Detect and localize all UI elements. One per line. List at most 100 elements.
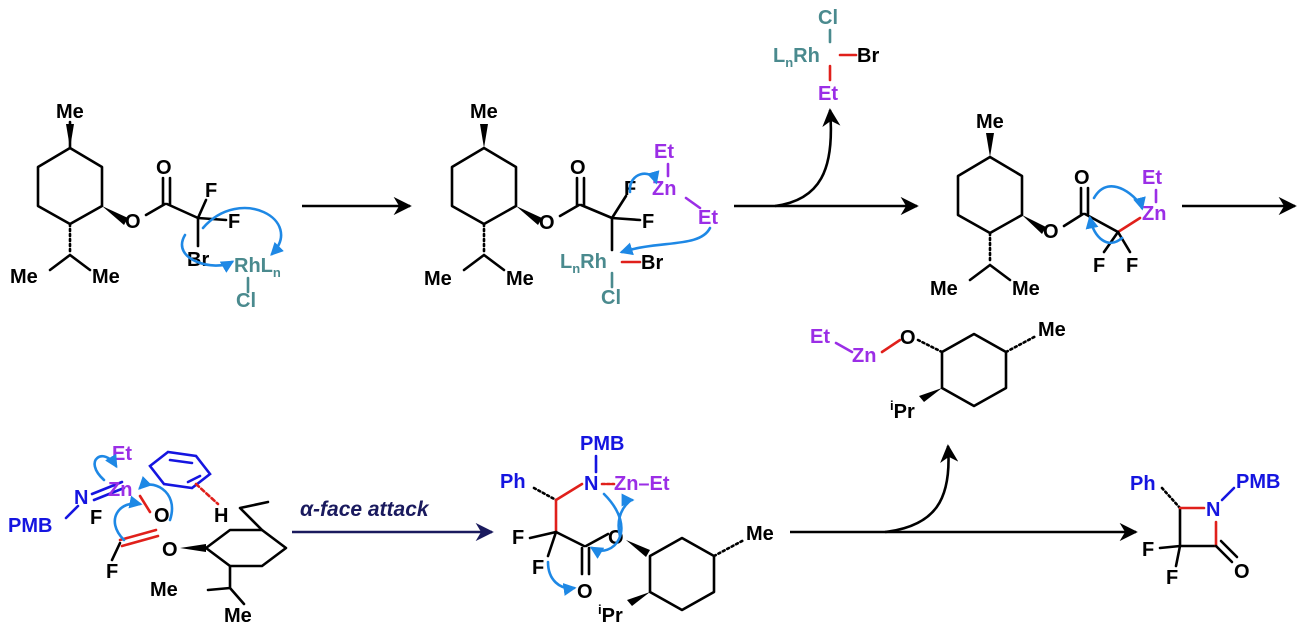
methyl-label-1b: Me <box>10 266 38 288</box>
zn-et-bond-2b <box>684 196 702 210</box>
arrow-rh-to-br-1 <box>180 233 235 273</box>
ethyl-label-3: Et <box>818 83 838 105</box>
cf-bond-3b <box>1116 230 1132 254</box>
cyclohexane-ring-2 <box>450 146 518 226</box>
alpha-face-attack-label: α-face attack <box>300 498 430 521</box>
methyl-branch-4 <box>238 500 270 532</box>
ester-o-wedge-5 <box>626 540 650 557</box>
ester-oxygen-1: O <box>125 211 141 233</box>
methyl-hash-5 <box>712 538 746 558</box>
methyl-wedge-shape-1 <box>66 124 74 148</box>
ethyl-label-2b: Et <box>698 207 718 229</box>
molecule-zinc-reformatsky-reagent: Me O O F F Me Me Et Zn <box>930 111 1166 300</box>
cyclohexane-ring-3 <box>956 155 1024 235</box>
cf-bond-5b <box>546 530 558 558</box>
nitrogen-label-4: N <box>74 487 88 509</box>
methyl-label-4b: Me <box>224 605 252 627</box>
rhodium-label-1: RhLn <box>234 255 281 280</box>
zinc-label-3: Zn <box>1142 203 1166 225</box>
et-zn-bond-6 <box>834 341 854 354</box>
ester-o-wedge-1 <box>102 206 128 225</box>
fluorine-3a: F <box>1093 255 1105 277</box>
o-hash-6 <box>916 338 944 354</box>
arrow-zn-n-4 <box>93 453 118 482</box>
cf-bond-1a <box>196 198 208 220</box>
molecule-rh-insertion-intermediate: Me O O F F Me Me LnRh Br Cl Et Zn Et <box>424 101 718 309</box>
bromine-1: Br <box>187 249 209 271</box>
arrow-zn-to-carbonyl-3 <box>1085 215 1124 245</box>
ester-oxygen-3: O <box>1043 221 1059 243</box>
zn-o-bond-4 <box>138 494 152 514</box>
zinc-label-6: Zn <box>852 345 876 367</box>
cyclohexane-ring-6 <box>940 332 1008 408</box>
arrow-o-zn-5 <box>617 493 635 538</box>
rhodium-label-3: LnRh <box>773 45 820 70</box>
product-beta-lactam: Ph N PMB F F O <box>1130 471 1280 589</box>
byproduct-branch-arrow-5 <box>884 444 959 534</box>
o-carbonyl-bond-2 <box>558 203 581 218</box>
pmb-n-bond-4 <box>64 504 80 520</box>
isopropyl-c-2 <box>462 253 506 272</box>
arrow-enolate-4 <box>113 495 143 542</box>
molecule-zinc-amide-adduct: PMB N Zn–Et Ph F F O O Me iPr <box>500 433 774 627</box>
isopropyl-label-5: iPr <box>598 602 623 627</box>
cf-bond-2a <box>610 194 628 220</box>
c-carbonyl-bond-5 <box>554 530 586 548</box>
cf-bond-2b <box>610 216 642 222</box>
chloride-label-2: Cl <box>601 287 621 309</box>
methyl-label-1: Me <box>56 101 84 123</box>
phenyl-label-5: Ph <box>500 471 526 493</box>
carbonyl-oxygen-7: O <box>1234 561 1250 583</box>
byproduct-branch-arrow-2 <box>774 108 841 208</box>
methyl-label-4a: Me <box>150 579 178 601</box>
fluorine-2b: F <box>642 211 654 233</box>
cf-bond-5a <box>528 530 558 540</box>
carbonyl-double-5 <box>580 546 591 576</box>
cf2-bond-1 <box>165 202 200 220</box>
chloride-label-3: Cl <box>818 7 838 29</box>
c-cf2-bond-4 <box>110 541 122 562</box>
arrow-et-to-rh-2 <box>619 226 712 256</box>
zn-o-bond-6 <box>880 338 902 354</box>
methyl-label-2: Me <box>470 101 498 123</box>
arrow-cf-to-zn-3 <box>1092 185 1146 211</box>
ester-o-wedge-4 <box>180 544 206 552</box>
lactam-ring-7b <box>1178 506 1218 548</box>
arrow-f-to-zn-2 <box>628 170 660 194</box>
c-zn-bond-3 <box>1116 216 1142 234</box>
isopropyl-bond-4 <box>206 564 246 606</box>
molecule-transition-state: PMB N Et Zn H F O F O Me Me <box>8 443 288 627</box>
arrow-n-carbonyl-5 <box>589 492 623 559</box>
carbonyl-double-3 <box>1079 186 1090 216</box>
arrow-o-zn-4 <box>138 476 174 522</box>
methyl-label-3c: Me <box>1012 278 1040 300</box>
fluorine-5b: F <box>532 557 544 579</box>
fluorine-7b: F <box>1166 567 1178 589</box>
cf-bond-7b <box>1174 544 1182 568</box>
ester-o-wedge-2 <box>516 206 542 225</box>
zinc-et-label-5: Zn–Et <box>614 473 670 495</box>
ph-hash-5 <box>532 486 558 502</box>
methyl-wedge-shape-3 <box>986 133 994 157</box>
ester-oxygen-4: O <box>162 539 178 561</box>
carbonyl-oxygen-1: O <box>156 157 172 179</box>
methyl-label-3: Me <box>976 111 1004 133</box>
cn-bond-5 <box>554 482 584 502</box>
n-pmb-bond-7 <box>1220 486 1236 502</box>
pmb-label-4: PMB <box>8 515 52 537</box>
carbonyl-oxygen-2: O <box>570 157 586 179</box>
oxygen-label-6: O <box>900 327 916 349</box>
ester-o-wedge-3 <box>1022 215 1046 234</box>
methyl-label-2c: Me <box>506 268 534 290</box>
arrow-f-elim-5 <box>546 560 577 596</box>
molecule-menthyl-bromodifluoroacetate: Me O O F F Br Me Me RhLn Cl <box>10 101 284 312</box>
phenyl-ring-4 <box>148 450 212 490</box>
fluorine-4b: F <box>106 561 118 583</box>
ethyl-label-2a: Et <box>654 141 674 163</box>
cf2-bond-2 <box>579 203 614 220</box>
imine-double-4 <box>90 480 126 502</box>
hydrogen-label-4: H <box>214 505 228 527</box>
isopropyl-wedge-6 <box>919 388 942 402</box>
zinc-label-4: Zn <box>108 479 132 501</box>
